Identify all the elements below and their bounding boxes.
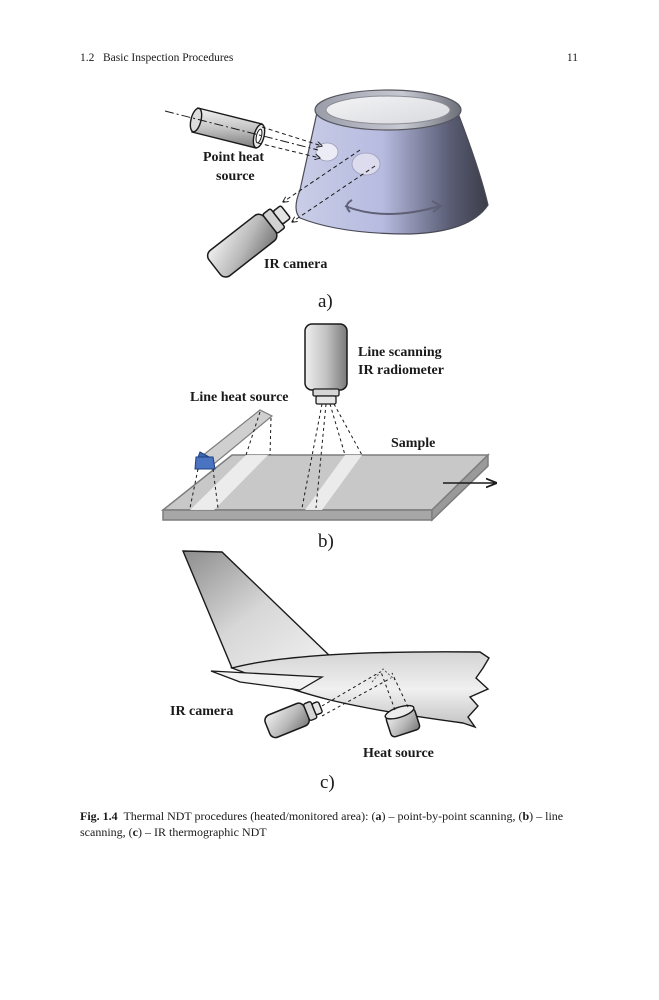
subfigure-label-a: a): [318, 291, 333, 312]
conical-part: [295, 107, 489, 235]
aircraft-vertical-tail: [181, 550, 334, 669]
caption-ref-b: b: [522, 809, 530, 823]
heat-source-c: [384, 704, 421, 738]
aircraft-fuselage: [229, 651, 490, 729]
panel-b: Line scanning IR radiometer Line heat so…: [160, 323, 496, 552]
label-point-heat-1: Point heat: [203, 150, 264, 165]
running-head: 1.2 Basic Inspection Procedures 11: [80, 52, 578, 68]
caption-ref-c: c: [132, 825, 138, 839]
sample-plate-front: [162, 509, 433, 521]
point-heat-source: [189, 107, 266, 149]
figure-number: Fig. 1.4: [80, 809, 118, 823]
label-heat-source: Heat source: [363, 746, 434, 761]
label-sample: Sample: [391, 436, 435, 451]
ir-camera-a: [206, 205, 291, 278]
rotation-arrow: [344, 205, 441, 215]
panel-c: IR camera Heat source c): [170, 550, 490, 793]
label-ir-camera-a: IR camera: [264, 257, 327, 272]
subfigure-label-c: c): [320, 772, 335, 793]
label-ir-camera-c: IR camera: [170, 704, 233, 719]
scanned-strip: [305, 455, 362, 510]
label-line-scanning-1: Line scanning: [358, 345, 442, 360]
subfigure-label-b: b): [318, 531, 334, 552]
label-line-scanning-2: IR radiometer: [358, 363, 444, 378]
cone-opening: [325, 95, 451, 125]
caption-text-4: ) – IR thermographic NDT: [137, 825, 267, 839]
line-scanning-ir-radiometer: [304, 323, 348, 405]
caption-text-1: Thermal NDT procedures (heated/monitored…: [117, 809, 376, 823]
label-line-heat-source: Line heat source: [190, 390, 289, 405]
label-point-heat-2: source: [216, 169, 255, 184]
caption-text-2: ) – point-by-point scanning, (: [381, 809, 523, 823]
monitored-spot: [351, 152, 381, 176]
caption-ref-a: a: [375, 809, 382, 823]
caption-text-3: ) – line scanning, (: [80, 809, 564, 839]
figure-caption: Fig. 1.4 Thermal NDT procedures (heated/…: [80, 808, 580, 840]
panel-a: Point heat source IR camera a): [164, 89, 489, 312]
section-title: 1.2 Basic Inspection Procedures: [80, 52, 234, 64]
inspected-area: [371, 668, 396, 683]
sample-plate-side: [431, 453, 489, 522]
line-heat-source: [194, 409, 274, 470]
page-number: 11: [566, 52, 578, 64]
ir-camera-c: [264, 701, 323, 739]
aircraft-horizontal-stabilizer: [210, 670, 325, 691]
heated-strip: [190, 455, 268, 510]
